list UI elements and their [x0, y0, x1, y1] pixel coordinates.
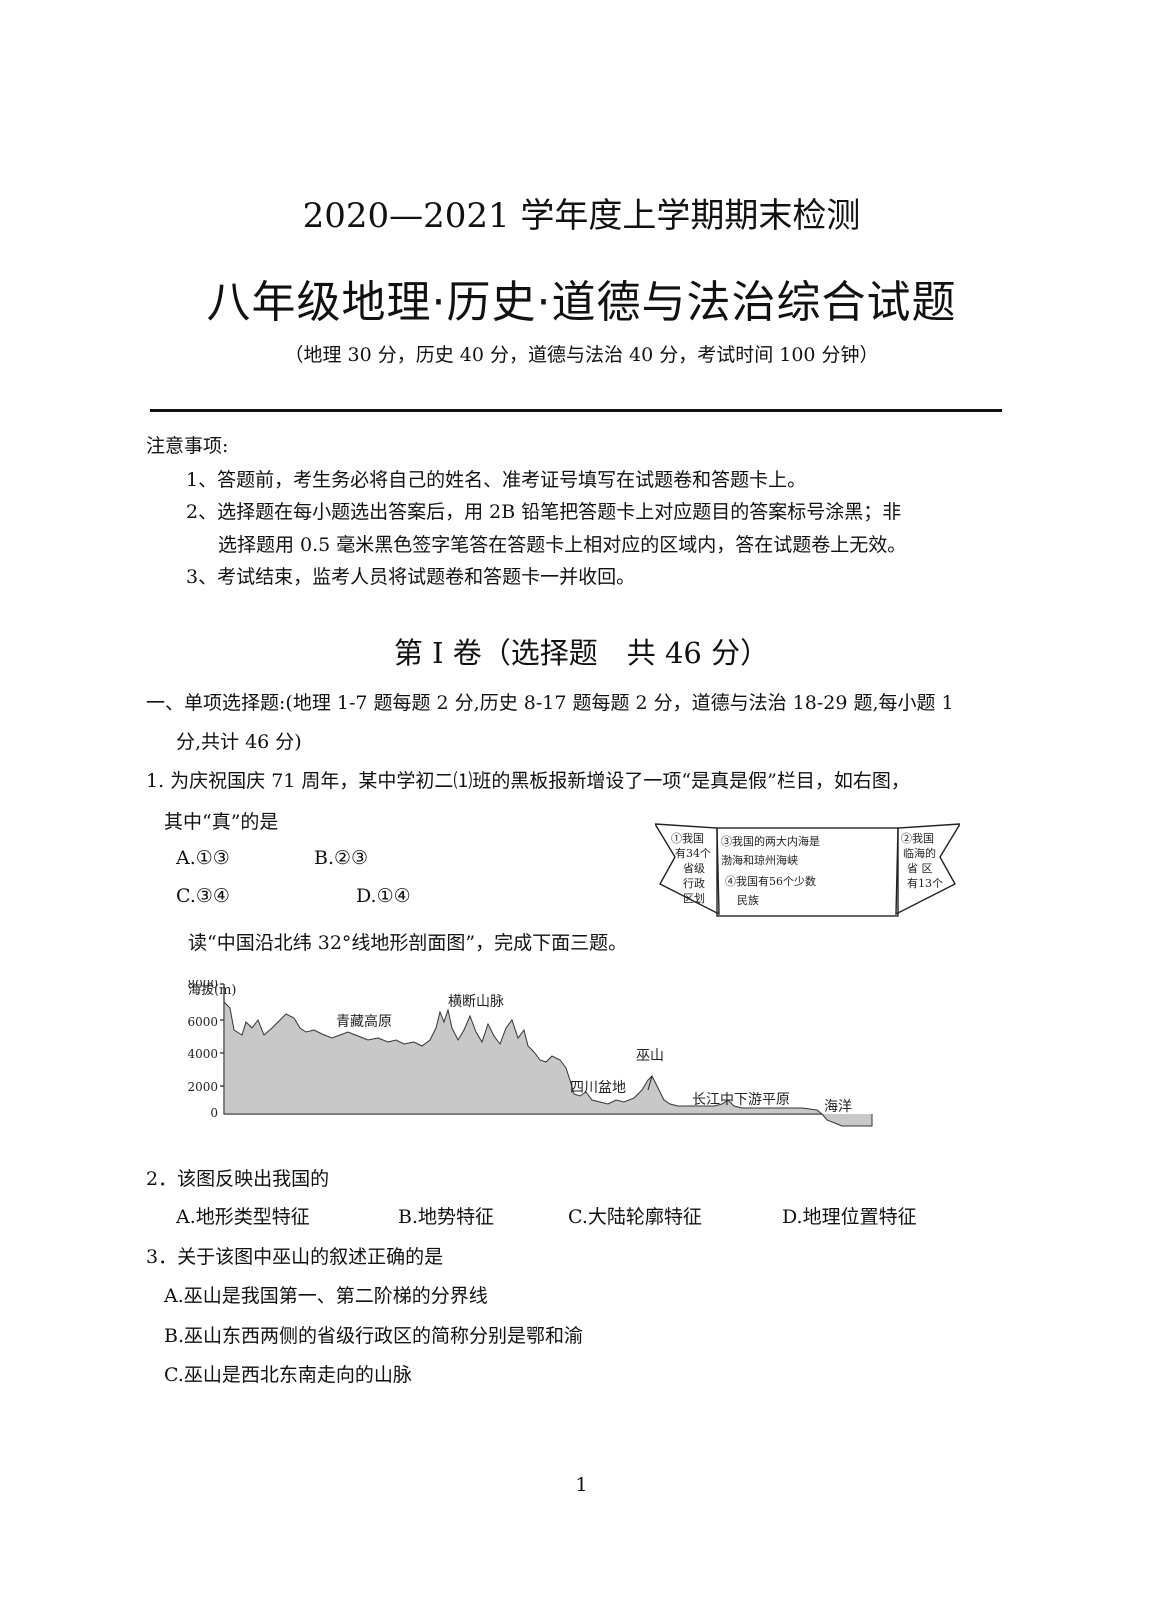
q1-stem: 1. 为庆祝国庆 71 周年，某中学初二⑴班的黑板报新增设了一项“是真是假”栏目…	[146, 770, 910, 792]
q1-option-b: B.②③	[314, 847, 369, 869]
blackboard-left-line-4: 行政	[683, 876, 705, 890]
blackboard-center-line-1: ③我国的两大内海是	[721, 834, 820, 848]
blackboard-center-line-3: ④我国有56个少数	[725, 874, 816, 888]
notice-heading: 注意事项:	[146, 435, 229, 457]
profile-y-tick-4000: 4000	[187, 1047, 218, 1061]
blackboard-center-line-4: 民族	[737, 893, 759, 907]
blackboard-right-line-2: 临海的	[903, 846, 936, 860]
exam-score-time: （地理 30 分，历史 40 分，道德与法治 40 分，考试时间 100 分钟）	[284, 344, 879, 366]
blackboard-center-line-2: 渤海和琼州海峡	[721, 853, 798, 867]
terrain-profile-area	[223, 1000, 824, 1115]
q1-stem-cont: 其中“真”的是	[164, 811, 279, 833]
page-number: 1	[575, 1474, 588, 1496]
part1-instruction-cont: 分,共计 46 分)	[176, 731, 302, 753]
q2-option-d: D.地理位置特征	[782, 1206, 917, 1228]
q2-option-c: C.大陆轮廓特征	[568, 1206, 702, 1228]
profile-y-tick-6000: 6000	[187, 1015, 218, 1029]
label-wushan: 巫山	[636, 1048, 664, 1064]
blackboard-left-line-5: 区划	[683, 892, 705, 905]
q3-option-a: A.巫山是我国第一、第二阶梯的分界线	[164, 1285, 488, 1307]
q2-stem: 2．该图反映出我国的	[146, 1168, 330, 1190]
notice-item-2: 2、选择题在每小题选出答案后，用 2B 铅笔把答题卡上对应题目的答案标号涂黑；非	[186, 501, 902, 523]
blackboard-left-line-2: 有34个	[675, 846, 711, 860]
exam-title-year: 2020—2021 学年度上学期期末检测	[302, 196, 861, 236]
notice-item-3: 3、考试结束，监考人员将试题卷和答题卡一并收回。	[186, 566, 636, 588]
exam-title-subject: 八年级地理·历史·道德与法治综合试题	[206, 277, 957, 328]
q3-stem: 3．关于该图中巫山的叙述正确的是	[146, 1246, 444, 1268]
q1-option-d: D.①④	[356, 885, 411, 907]
terrain-profile-figure: 海拔(m) 8000 6000 4000 2000 0 青藏高原 横断山脉 巫山…	[187, 980, 873, 1127]
label-sichuan-basin: 四川盆地	[570, 1080, 626, 1096]
blackboard-right-line-3: 省 区	[907, 862, 933, 875]
notice-item-2-cont: 选择题用 0.5 毫米黑色签字笔答在答题卡上相对应的区域内，答在试题卷上无效。	[218, 534, 907, 556]
blackboard-left-line-1: ①我国	[671, 832, 704, 845]
profile-y-tick-0: 0	[210, 1106, 218, 1120]
profile-y-tick-2000: 2000	[187, 1080, 218, 1094]
blackboard-illustration: ①我国 有34个 省级 行政 区划 ③我国的两大内海是 渤海和琼州海峡 ④我国有…	[655, 823, 960, 917]
blackboard-right-line-1: ②我国	[901, 832, 934, 845]
q1-option-c: C.③④	[176, 885, 230, 907]
header-divider	[150, 409, 1002, 412]
profile-reading-instruction: 读“中国沿北纬 32°线地形剖面图”，完成下面三题。	[188, 932, 628, 954]
profile-y-tick-8000-label: 8000	[187, 980, 218, 991]
q1-option-a: A.①③	[176, 847, 230, 869]
section-title: 第 I 卷（选择题 共 46 分）	[393, 636, 770, 670]
label-ocean: 海洋	[824, 1099, 852, 1115]
blackboard-left-line-3: 省级	[683, 862, 705, 875]
label-qingzang-plateau: 青藏高原	[336, 1013, 392, 1030]
label-changjiang-plain: 长江中下游平原	[692, 1092, 790, 1108]
ocean-segment	[821, 1113, 873, 1127]
q3-option-b: B.巫山东西两侧的省级行政区的简称分别是鄂和渝	[164, 1325, 584, 1347]
q2-option-a: A.地形类型特征	[176, 1206, 310, 1228]
label-hengduan-mountains: 横断山脉	[448, 994, 504, 1010]
q2-option-b: B.地势特征	[398, 1206, 495, 1228]
part1-instruction: 一、单项选择题:(地理 1-7 题每题 2 分,历史 8-17 题每题 2 分，…	[146, 692, 954, 714]
blackboard-right-line-4: 有13个	[907, 876, 943, 890]
q3-option-c: C.巫山是西北东南走向的山脉	[164, 1364, 412, 1386]
notice-item-1: 1、答题前，考生务必将自己的姓名、准考证号填写在试题卷和答题卡上。	[186, 469, 807, 491]
